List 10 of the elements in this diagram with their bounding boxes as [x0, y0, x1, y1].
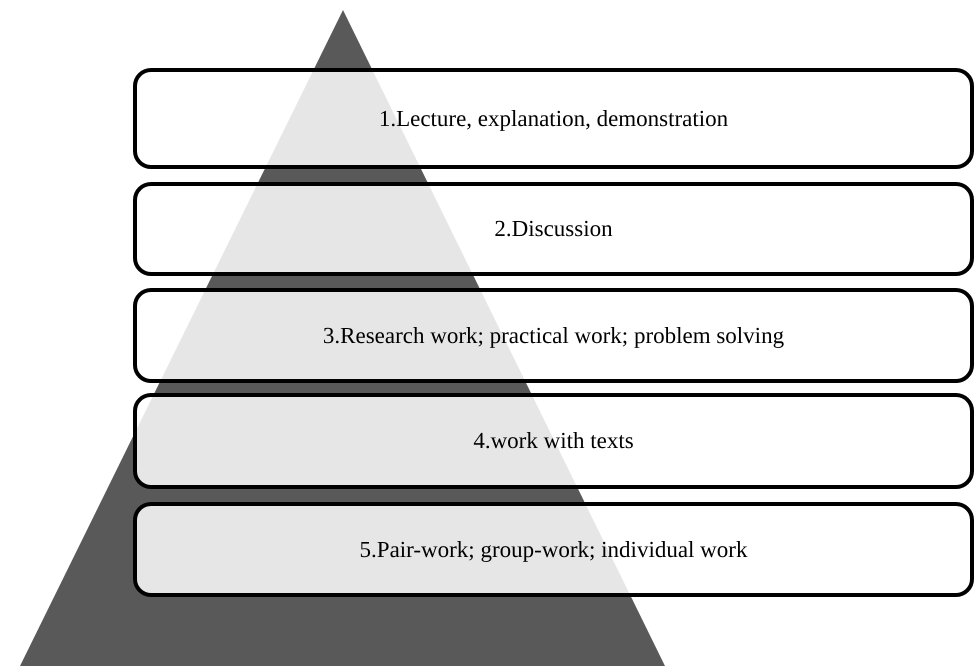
layer-box: [133, 68, 974, 169]
layer-box: [133, 393, 974, 489]
layer-label: 1.Lecture, explanation, demonstration: [378, 106, 728, 132]
layer-label: 4.work with texts: [473, 428, 634, 454]
layer-label: 5.Pair-work; group-work; individual work: [360, 536, 748, 562]
layer-box: [133, 182, 974, 276]
layer-label: 2.Discussion: [494, 216, 613, 242]
layer-label: 3.Research work; practical work; problem solving: [322, 322, 784, 348]
layer-box: [133, 288, 974, 383]
layer-box: [133, 502, 974, 597]
